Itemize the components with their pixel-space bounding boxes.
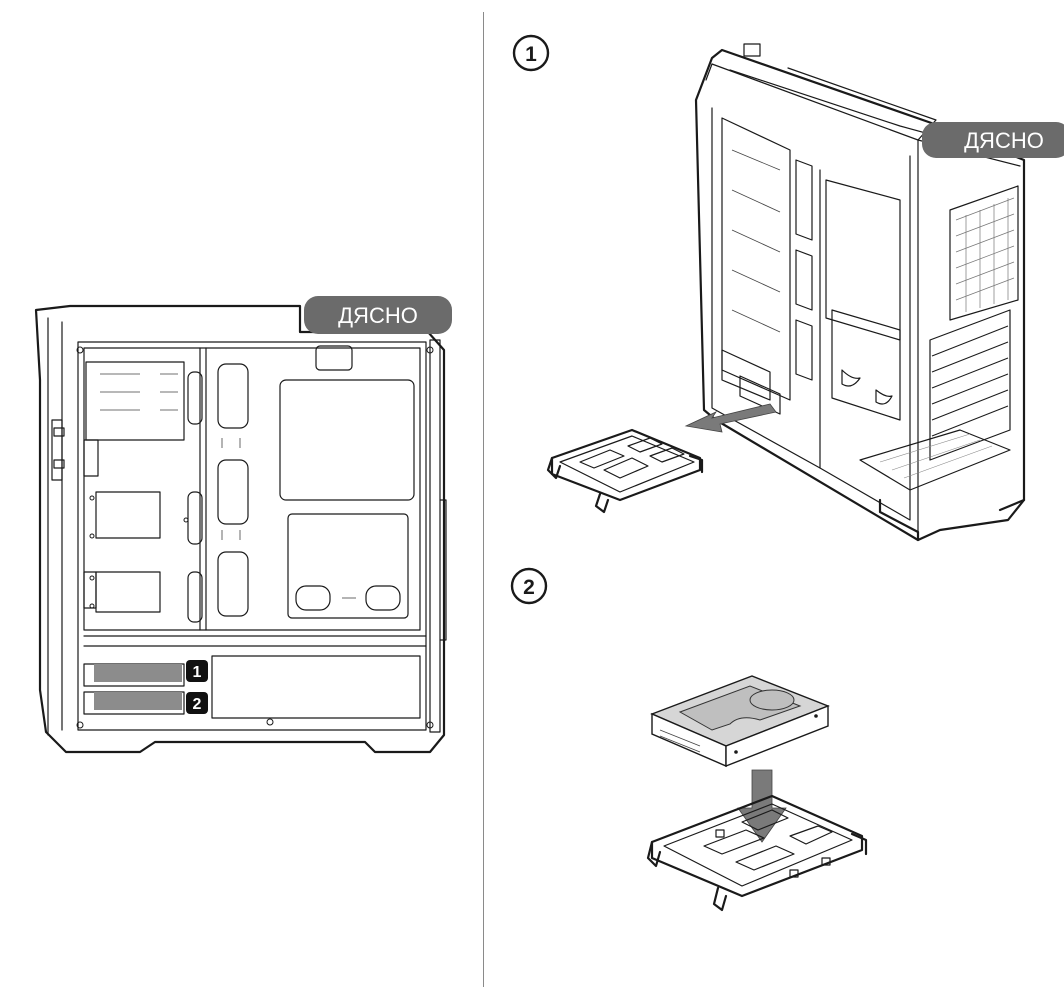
drive-bay-2-tray <box>94 692 182 710</box>
hard-drive <box>650 675 830 768</box>
drive-bay-1-tray <box>94 664 182 682</box>
bay-badge-2: 2 <box>186 692 208 714</box>
case-isometric <box>694 43 1026 542</box>
panel-divider <box>483 12 484 987</box>
drive-tray-removed <box>546 428 704 514</box>
step-2-marker: 2 <box>510 567 548 605</box>
step-1-number: 1 <box>525 43 537 66</box>
step-2-number: 2 <box>523 576 535 599</box>
side-label-right-text: ДЯСНО <box>964 128 1044 153</box>
bay-badge-2-label: 2 <box>193 696 202 713</box>
side-label-left-text: ДЯСНО <box>338 303 418 328</box>
case-side-view-diagram: 1 2 ДЯСНО <box>34 296 452 754</box>
side-label-right: ДЯСНО <box>922 122 1064 158</box>
side-label-left: ДЯСНО <box>304 296 452 334</box>
case-outline <box>34 304 446 754</box>
bay-badge-1-label: 1 <box>193 664 202 681</box>
bay-badge-1: 1 <box>186 660 208 682</box>
installation-steps-diagram: 1 <box>510 34 1064 912</box>
step-1-marker: 1 <box>512 34 550 72</box>
pull-out-arrow <box>684 403 777 433</box>
drive-tray <box>646 794 868 912</box>
